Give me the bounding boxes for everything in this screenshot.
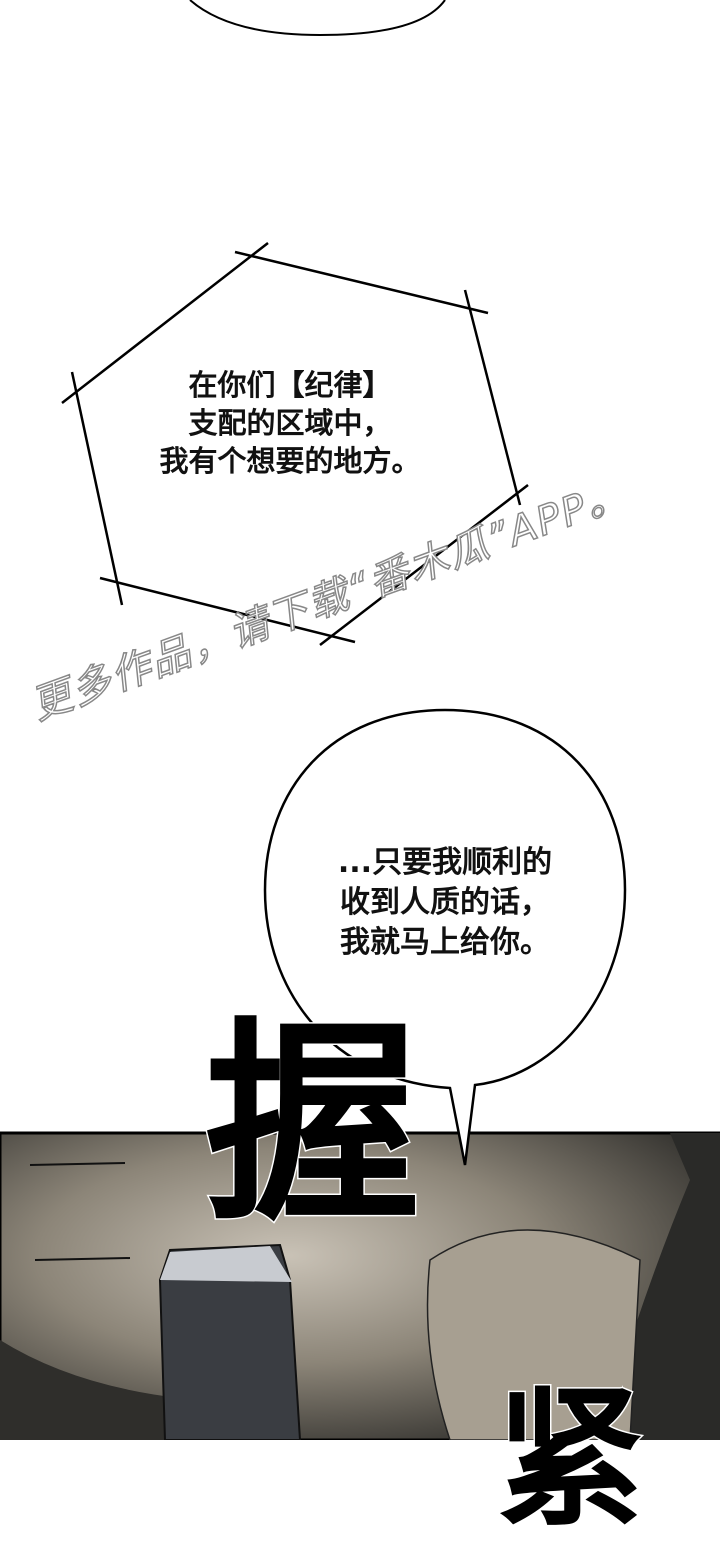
top-speech-bubble — [189, 0, 446, 37]
hand — [426, 1229, 641, 1440]
sound-effect-second: 紧 — [493, 1373, 646, 1547]
narration-line: 我有个想要的地方。 — [159, 444, 421, 478]
sound-effect-grip: 握 — [204, 999, 422, 1250]
narration-box-frame — [61, 242, 529, 646]
narration-line: 支配的区域中， — [188, 406, 392, 440]
bottom-panel — [0, 1131, 720, 1440]
speech-text: ...只要我顺利的 收到人质的话， 我就马上给你。 — [280, 843, 610, 963]
speech-line: 收到人质的话， — [340, 885, 550, 920]
narration-text: 在你们【纪律】 支配的区域中， 我有个想要的地方。 — [120, 366, 460, 480]
device-top — [160, 1246, 292, 1282]
speech-line: ...只要我顺利的 — [337, 845, 553, 880]
speech-bubble — [263, 708, 627, 1166]
comic-art — [0, 0, 720, 1440]
speech-line: 我就马上给你。 — [340, 925, 550, 960]
narration-line: 在你们【纪律】 — [188, 368, 392, 402]
